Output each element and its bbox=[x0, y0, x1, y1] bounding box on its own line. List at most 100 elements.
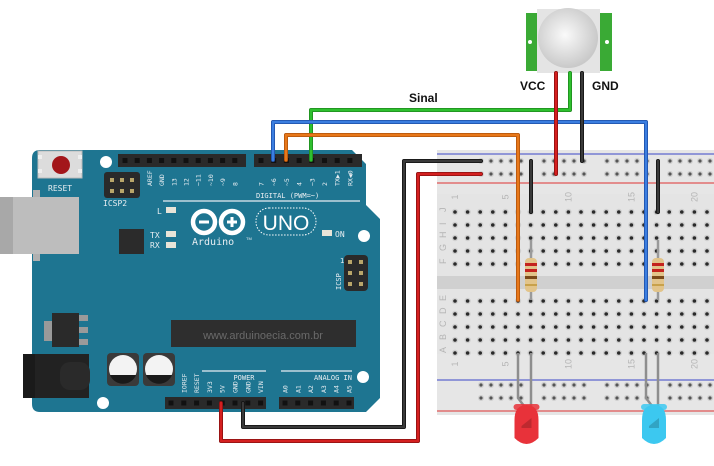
breadboard-hole-center bbox=[705, 210, 709, 214]
rail-hole-center bbox=[688, 396, 692, 400]
breadboard-hole-center bbox=[604, 312, 608, 316]
breadboard-hole-center bbox=[503, 351, 508, 355]
breadboard-hole-center bbox=[453, 312, 457, 316]
rail-hole-center bbox=[562, 383, 566, 387]
breadboard-hole-center bbox=[503, 262, 508, 266]
breadboard-hole-center bbox=[604, 210, 608, 214]
digital-pin-label: ~6 bbox=[270, 178, 278, 186]
header-pin bbox=[159, 158, 165, 163]
header-pin bbox=[322, 158, 327, 163]
rail-hole-center bbox=[635, 172, 639, 176]
header-pin bbox=[296, 158, 302, 163]
breadboard-hole-center bbox=[591, 249, 596, 253]
breadboard-hole-center bbox=[453, 338, 457, 342]
breadboard-hole-center bbox=[654, 338, 659, 342]
breadboard-hole-center bbox=[554, 299, 558, 303]
mounting-hole bbox=[97, 397, 109, 409]
row-label: I bbox=[438, 222, 448, 225]
breadboard-hole-center bbox=[478, 210, 483, 214]
breadboard-hole-center bbox=[541, 249, 545, 253]
center-channel bbox=[437, 276, 714, 289]
breadboard-hole-center bbox=[465, 338, 470, 342]
breadboard-hole-center bbox=[680, 249, 684, 253]
rail-hole-center bbox=[542, 383, 546, 387]
header-pin bbox=[258, 400, 264, 406]
breadboard-hole-center bbox=[554, 325, 558, 329]
breadboard-hole-center bbox=[629, 338, 634, 342]
trademark: TM bbox=[246, 236, 252, 241]
rail-hole-center bbox=[688, 172, 692, 176]
breadboard-hole-center bbox=[591, 325, 596, 329]
icsp2-pin bbox=[130, 189, 134, 193]
breadboard-hole-center bbox=[491, 249, 495, 253]
header-pin bbox=[134, 158, 140, 163]
breadboard-hole-center bbox=[654, 312, 659, 316]
vcc-label: VCC bbox=[520, 79, 546, 93]
breadboard-hole-center bbox=[629, 223, 634, 227]
rail-hole-center bbox=[708, 383, 712, 387]
breadboard-hole-center bbox=[667, 312, 671, 316]
digital-label: DIGITAL (PWM=~) bbox=[256, 192, 319, 200]
icsp2-label: ICSP2 bbox=[103, 199, 127, 208]
capacitor-icon bbox=[143, 353, 175, 386]
breadboard-hole-center bbox=[591, 312, 596, 316]
breadboard-hole-center bbox=[516, 325, 520, 329]
rail-hole-center bbox=[605, 159, 609, 163]
digital-header-right bbox=[254, 154, 362, 167]
breadboard-hole-center bbox=[604, 351, 608, 355]
led-on-label: ON bbox=[335, 230, 345, 239]
breadboard-hole-center bbox=[591, 236, 596, 240]
breadboard-hole-center bbox=[566, 351, 571, 355]
breadboard-hole-center bbox=[692, 249, 697, 253]
rail-hole-center bbox=[708, 159, 712, 163]
digital-pin-label: 13 bbox=[170, 178, 178, 186]
rail-hole-center bbox=[698, 172, 702, 176]
row-label: G bbox=[438, 244, 448, 251]
icsp-header bbox=[344, 255, 368, 291]
breadboard-hole-center bbox=[465, 262, 470, 266]
resistor-body bbox=[525, 258, 537, 292]
breadboard-hole-center bbox=[680, 262, 684, 266]
digital-pin-label: ~9 bbox=[219, 178, 227, 186]
breadboard-hole-center bbox=[453, 262, 457, 266]
breadboard-hole-center bbox=[642, 338, 646, 342]
breadboard-hole-center bbox=[617, 236, 621, 240]
digital-pin-label: GND bbox=[158, 174, 166, 186]
header-pin bbox=[308, 400, 314, 406]
row-label: H bbox=[438, 232, 448, 239]
breadboard-hole-center bbox=[629, 299, 634, 303]
breadboard-hole-center bbox=[591, 223, 596, 227]
digital-pin-label: ~10 bbox=[207, 174, 215, 186]
breadboard-hole-center bbox=[629, 249, 634, 253]
rail-hole-center bbox=[499, 159, 503, 163]
column-number: 5 bbox=[500, 361, 510, 366]
row-label: D bbox=[438, 307, 448, 314]
resistor-band bbox=[652, 276, 664, 279]
breadboard-hole-center bbox=[604, 262, 608, 266]
rail-hole-center bbox=[542, 172, 546, 176]
breadboard-hole-center bbox=[566, 299, 571, 303]
header-pin bbox=[347, 158, 353, 163]
digital-pin-label: RX◀0 bbox=[346, 170, 354, 186]
rail-hole-center bbox=[582, 383, 586, 387]
digital-pin-label: AREF bbox=[146, 170, 154, 186]
breadboard-hole-center bbox=[579, 351, 583, 355]
digital-pin-label: 4 bbox=[296, 182, 304, 186]
uno-badge bbox=[255, 207, 317, 236]
arduino-logo-icon bbox=[190, 208, 246, 236]
breadboard-hole-center bbox=[528, 325, 533, 329]
rail-hole-center bbox=[615, 172, 619, 176]
rail-hole-center bbox=[688, 159, 692, 163]
digital-pin-label: ~5 bbox=[283, 178, 291, 186]
breadboard-hole-center bbox=[566, 325, 571, 329]
mounting-hole bbox=[358, 230, 370, 242]
led-on bbox=[322, 230, 332, 236]
rail-hole-center bbox=[572, 383, 576, 387]
breadboard-hole-center bbox=[579, 299, 583, 303]
column-number: 15 bbox=[626, 192, 636, 202]
breadboard-hole-center bbox=[554, 312, 558, 316]
reset-button[interactable] bbox=[37, 150, 83, 179]
breadboard-hole-center bbox=[705, 351, 709, 355]
